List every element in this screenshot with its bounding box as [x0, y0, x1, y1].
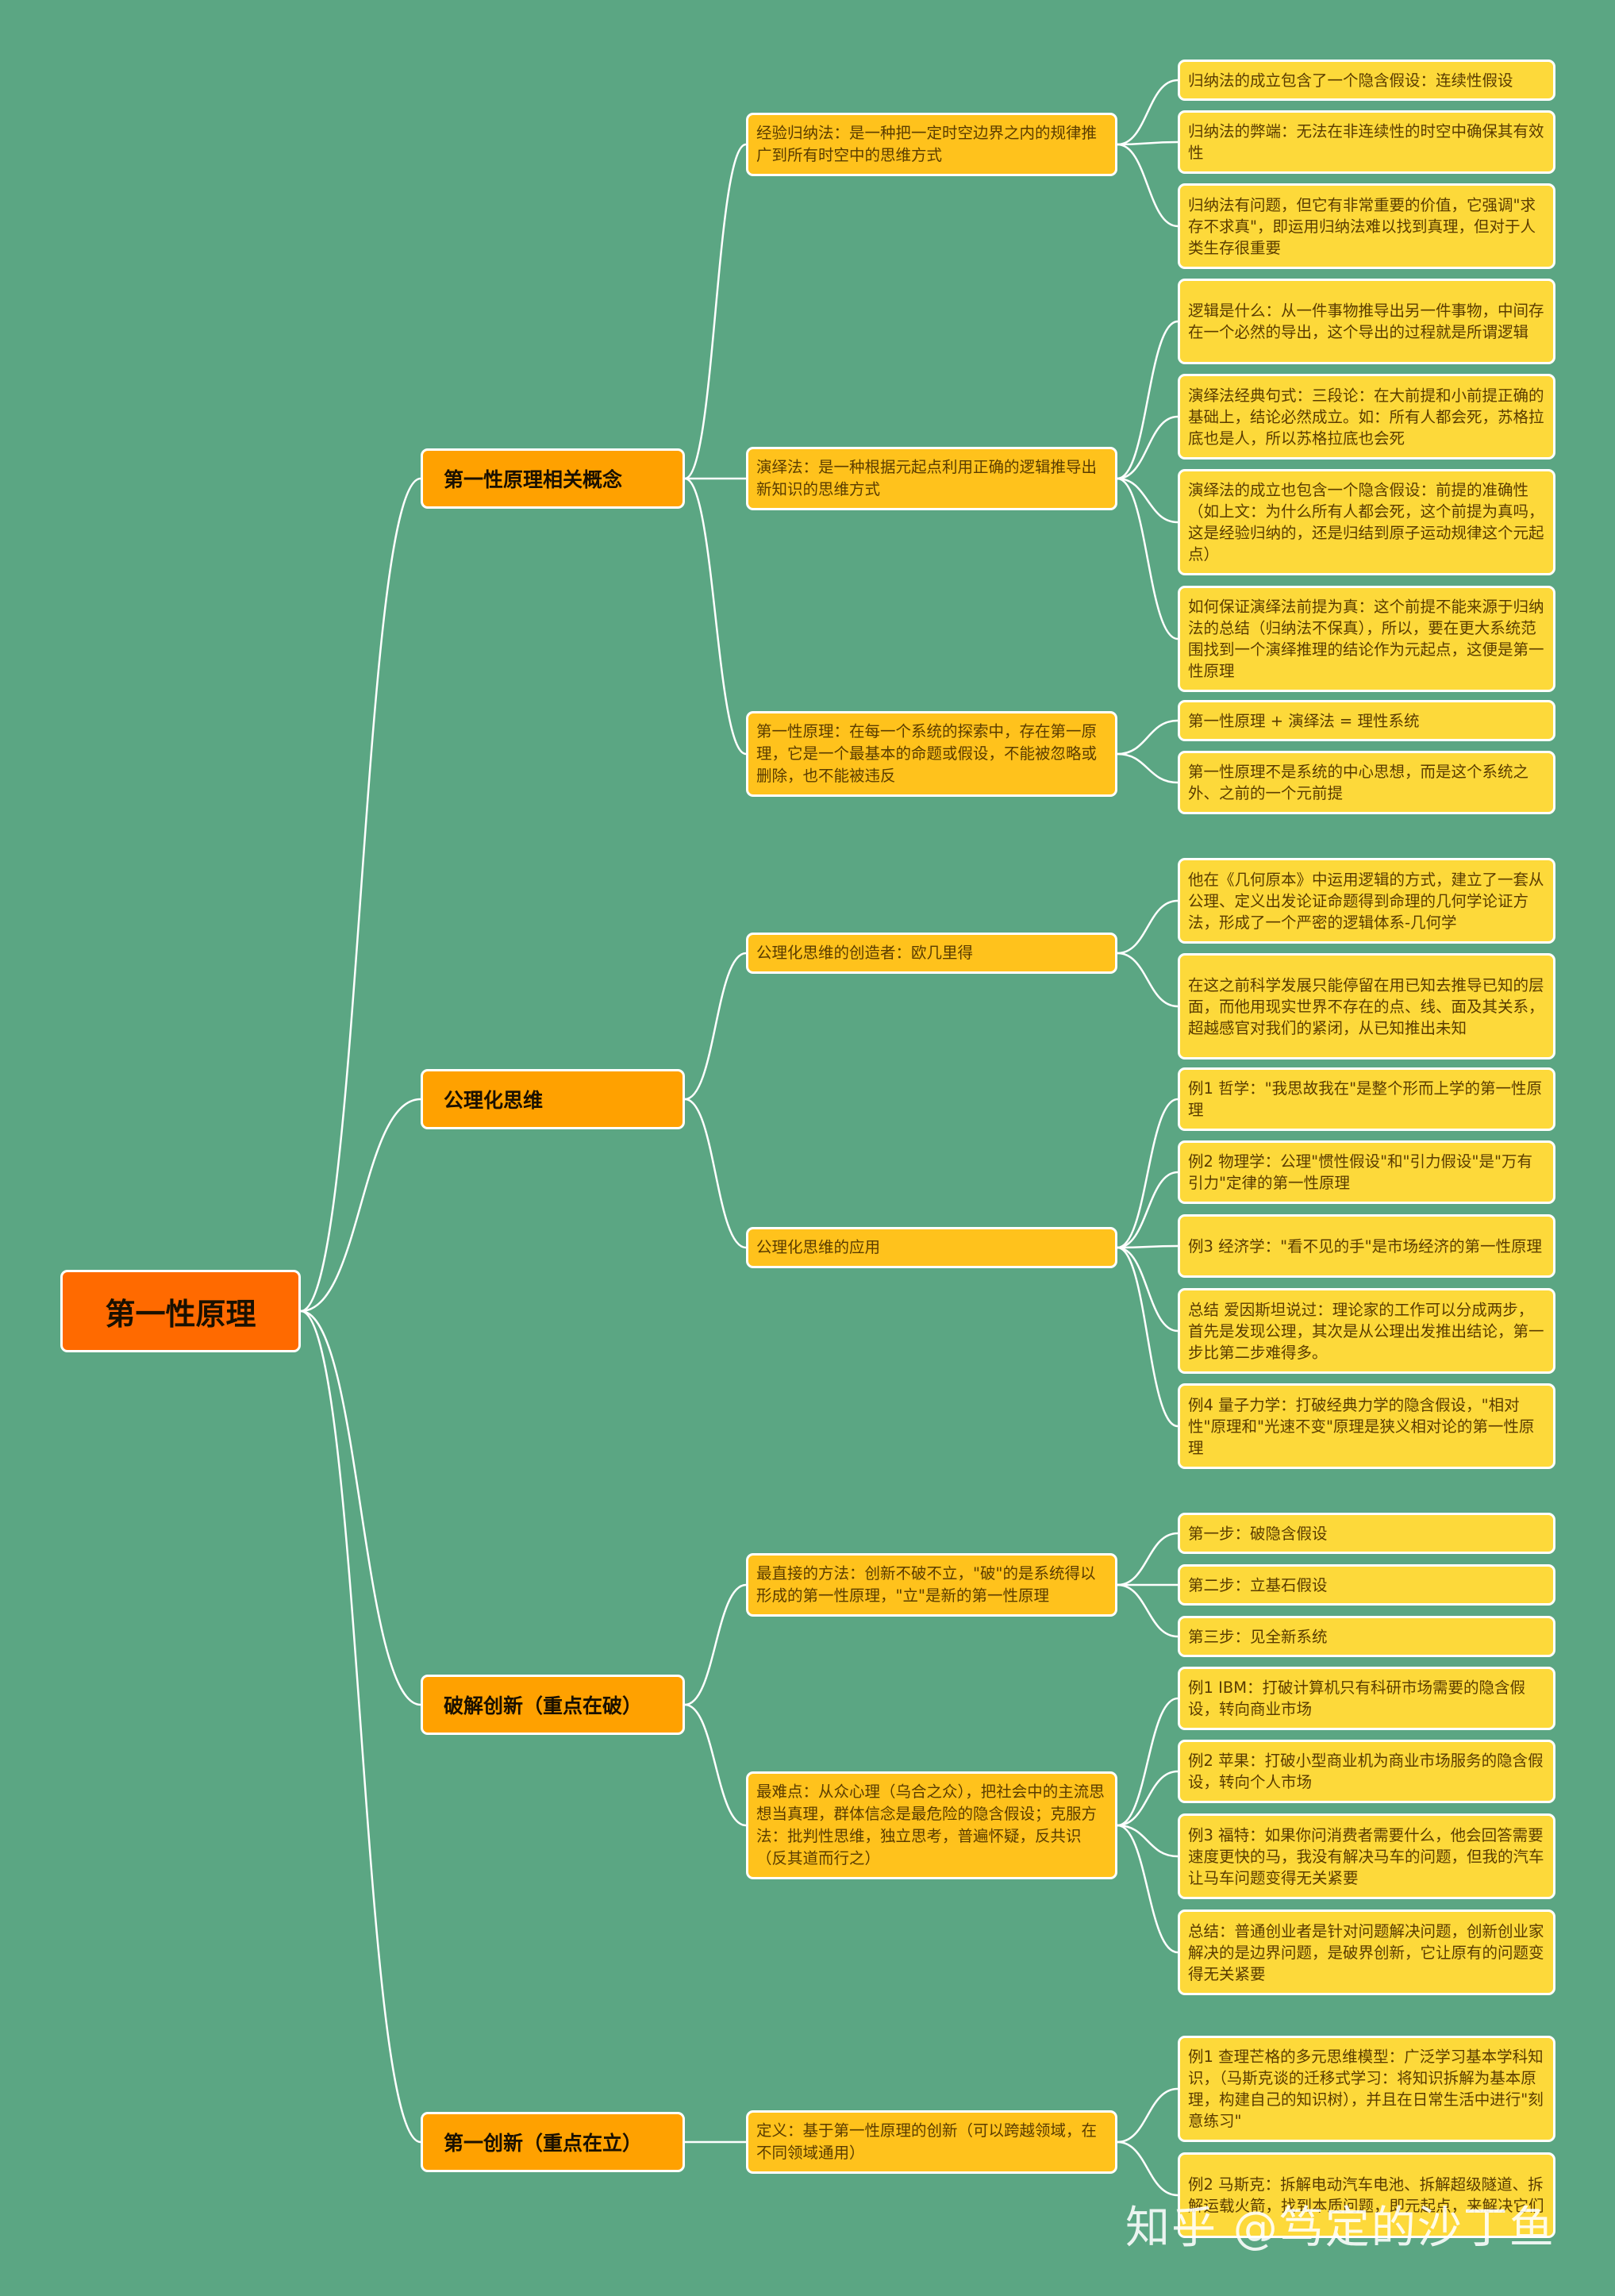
- detail-node[interactable]: 归纳法的弊端：无法在非连续性的时空中确保其有效性: [1178, 110, 1555, 174]
- detail-node[interactable]: 如何保证演绎法前提为真：这个前提不能来源于归纳法的总结（归纳法不保真），所以，要…: [1178, 586, 1555, 692]
- detail-node[interactable]: 例2 马斯克：拆解电动汽车电池、拆解超级隧道、拆解运载火箭，找到本质问题，即元起…: [1178, 2152, 1555, 2238]
- concept-node-direct-method[interactable]: 最直接的方法：创新不破不立，"破"的是系统得以形成的第一性原理，"立"是新的第一…: [746, 1553, 1117, 1617]
- connector-line: [1117, 1246, 1179, 1333]
- connector-line: [684, 1098, 747, 1249]
- detail-node[interactable]: 例3 福特：如果你问消费者需要什么，他会回答需要速度更快的马，我没有解决马车的问…: [1178, 1813, 1555, 1899]
- branch-node-breaking-innovation[interactable]: 破解创新（重点在破）: [421, 1675, 685, 1735]
- watermark-text: 知乎 @笃定的沙丁鱼: [1125, 2202, 1555, 2254]
- detail-node[interactable]: 例2 物理学：公理"惯性假设"和"引力假设"是"万有引力"定律的第一性原理: [1178, 1140, 1555, 1204]
- detail-node[interactable]: 总结 爱因斯坦说过：理论家的工作可以分成两步，首先是发现公理，其次是从公理出发推…: [1178, 1288, 1555, 1374]
- connector-line: [300, 477, 421, 1313]
- connector-line: [1117, 1697, 1179, 1827]
- connector-line: [1117, 477, 1179, 640]
- detail-node[interactable]: 逻辑是什么：从一件事物推导出另一件事物，中间存在一个必然的导出，这个导出的过程就…: [1178, 279, 1555, 364]
- connector-line: [1117, 79, 1179, 146]
- connector-line: [1117, 899, 1179, 955]
- connector-line: [1117, 1824, 1179, 1858]
- concept-node-first-principle[interactable]: 第一性原理：在每一个系统的探索中，存在第一原理，它是一个最基本的命题或假设，不能…: [746, 711, 1117, 797]
- root-node[interactable]: 第一性原理: [60, 1270, 301, 1352]
- connector-line: [684, 1583, 747, 1706]
- branch-node-axiomatic-thinking[interactable]: 公理化思维: [421, 1069, 685, 1129]
- concept-node-applications[interactable]: 公理化思维的应用: [746, 1227, 1117, 1268]
- branch-node-concepts[interactable]: 第一性原理相关概念: [421, 448, 685, 509]
- detail-node[interactable]: 例1 查理芒格的多元思维模型：广泛学习基本学科知识，（马斯克谈的迁移式学习：将知…: [1178, 2036, 1555, 2142]
- connector-line: [684, 477, 747, 756]
- connector-line: [1117, 1246, 1179, 1428]
- connector-line: [1117, 143, 1179, 228]
- connector-line: [300, 1310, 421, 2144]
- concept-node-hardest-point[interactable]: 最难点：从众心理（乌合之众），把社会中的主流思想当真理，群体信念是最危险的隐含假…: [746, 1771, 1117, 1879]
- connector-line: [1117, 1171, 1179, 1249]
- connector-line: [1117, 320, 1179, 480]
- branch-node-first-innovation[interactable]: 第一创新（重点在立）: [421, 2112, 685, 2172]
- connector-line: [300, 1310, 421, 1706]
- connector-line: [1117, 1098, 1179, 1249]
- detail-node[interactable]: 第一性原理不是系统的中心思想，而是这个系统之外、之前的一个元前提: [1178, 751, 1555, 814]
- connector-line: [1117, 719, 1179, 756]
- connector-line: [1117, 1532, 1179, 1586]
- detail-node[interactable]: 演绎法的成立也包含一个隐含假设：前提的准确性（如上文：为什么所有人都会死，这个前…: [1178, 469, 1555, 575]
- detail-node[interactable]: 例2 苹果：打破小型商业机为商业市场服务的隐含假设，转向个人市场: [1178, 1740, 1555, 1803]
- connector-line: [1117, 2087, 1179, 2144]
- detail-node[interactable]: 归纳法的成立包含了一个隐含假设：连续性假设: [1178, 60, 1555, 101]
- connector-line: [1117, 415, 1179, 480]
- detail-node[interactable]: 他在《几何原本》中运用逻辑的方式，建立了一套从公理、定义出发论证命题得到命理的几…: [1178, 858, 1555, 944]
- detail-node[interactable]: 例4 量子力学：打破经典力学的隐含假设，"相对性"原理和"光速不变"原理是狭义相…: [1178, 1383, 1555, 1469]
- connector-line: [1117, 477, 1179, 524]
- concept-node-induction[interactable]: 经验归纳法：是一种把一定时空边界之内的规律推广到所有时空中的思维方式: [746, 113, 1117, 176]
- detail-node[interactable]: 第一步：破隐含假设: [1178, 1513, 1555, 1554]
- detail-node[interactable]: 例1 IBM：打破计算机只有科研市场需要的隐含假设，转向商业市场: [1178, 1667, 1555, 1730]
- connector-line: [1117, 140, 1179, 146]
- detail-node[interactable]: 总结：普通创业者是针对问题解决问题，创新创业家解决的是边界问题，是破界创新，它让…: [1178, 1909, 1555, 1995]
- connector-line: [1117, 1583, 1179, 1638]
- connector-line: [1117, 752, 1179, 784]
- concept-node-deduction[interactable]: 演绎法：是一种根据元起点利用正确的逻辑推导出新知识的思维方式: [746, 447, 1117, 510]
- detail-node[interactable]: 演绎法经典句式：三段论：在大前提和小前提正确的基础上，结论必然成立。如：所有人都…: [1178, 374, 1555, 460]
- connector-line: [684, 952, 747, 1101]
- connector-line: [684, 1703, 747, 1827]
- connector-line: [1117, 1770, 1179, 1827]
- detail-node[interactable]: 例1 哲学："我思故我在"是整个形而上学的第一性原理: [1178, 1067, 1555, 1131]
- concept-node-definition[interactable]: 定义：基于第一性原理的创新（可以跨越领域，在不同领域通用）: [746, 2110, 1117, 2174]
- detail-node[interactable]: 在这之前科学发展只能停留在用已知去推导已知的层面，而他用现实世界不存在的点、线、…: [1178, 953, 1555, 1060]
- connector-line: [1117, 2140, 1179, 2197]
- detail-node[interactable]: 第一性原理 + 演绎法 = 理性系统: [1178, 700, 1555, 741]
- connector-line: [300, 1098, 421, 1313]
- connector-line: [1117, 952, 1179, 1008]
- concept-node-euclid[interactable]: 公理化思维的创造者：欧几里得: [746, 933, 1117, 974]
- detail-node[interactable]: 第二步：立基石假设: [1178, 1564, 1555, 1606]
- connector-line: [684, 143, 747, 480]
- detail-node[interactable]: 例3 经济学："看不见的手"是市场经济的第一性原理: [1178, 1214, 1555, 1278]
- connector-line: [1117, 1824, 1179, 1954]
- detail-node[interactable]: 第三步：见全新系统: [1178, 1616, 1555, 1657]
- connector-line: [1117, 1244, 1179, 1249]
- detail-node[interactable]: 归纳法有问题，但它有非常重要的价值，它强调"求存不求真"，即运用归纳法难以找到真…: [1178, 183, 1555, 269]
